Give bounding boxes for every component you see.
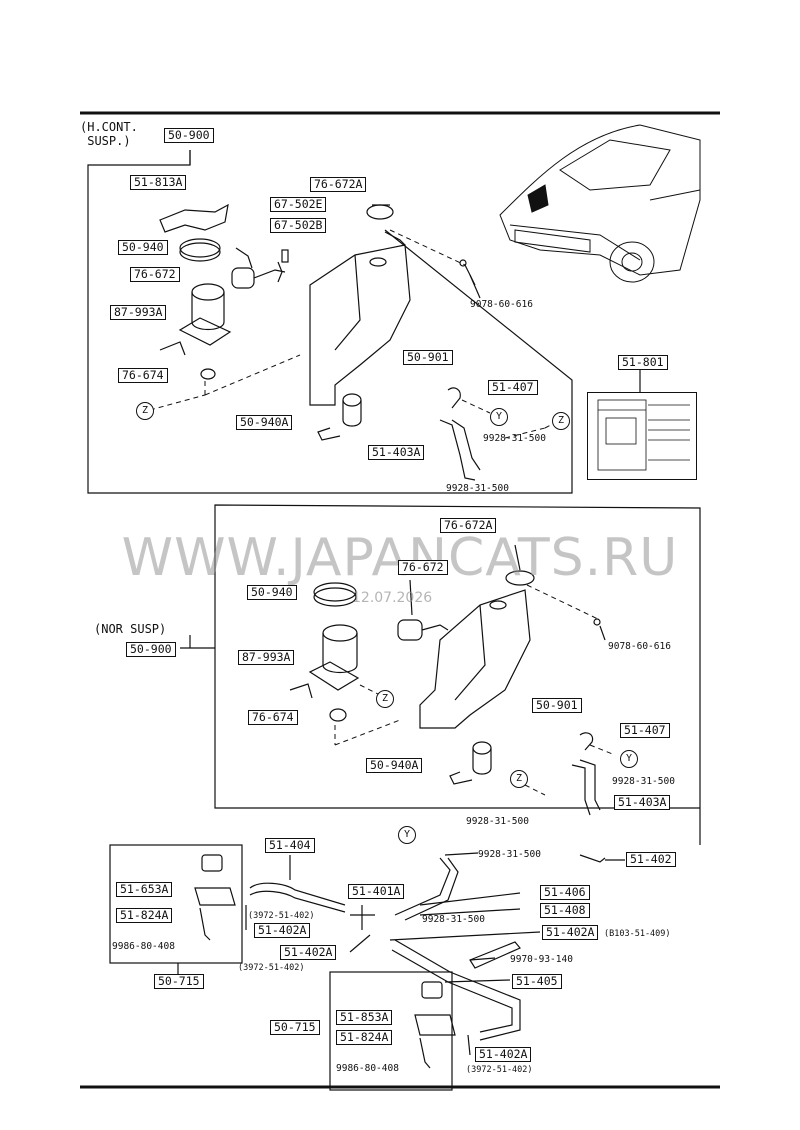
part-51-403A[interactable]: 51-403A bbox=[368, 445, 425, 460]
part-51-402A-b[interactable]: 51-402A bbox=[280, 945, 337, 960]
caution-card-box bbox=[587, 392, 697, 480]
screw-9986-80-408[interactable]: 9986-80-408 bbox=[112, 941, 175, 952]
part-76-672A-lower[interactable]: 76-672A bbox=[440, 518, 497, 533]
part-50-940A[interactable]: 50-940A bbox=[236, 415, 293, 430]
clip-9928-31-500-a[interactable]: 9928-31-500 bbox=[483, 433, 546, 444]
part-51-405[interactable]: 51-405 bbox=[512, 974, 562, 989]
part-50-901[interactable]: 50-901 bbox=[403, 350, 453, 365]
part-51-813A[interactable]: 51-813A bbox=[130, 175, 187, 190]
marker-z-upper-2: Z bbox=[552, 412, 570, 430]
part-51-402A-d[interactable]: 51-402A bbox=[475, 1047, 532, 1062]
part-51-824A-right[interactable]: 51-824A bbox=[336, 1030, 393, 1045]
part-51-402[interactable]: 51-402 bbox=[626, 852, 676, 867]
tank-upper bbox=[309, 244, 411, 406]
note-3972-51-402-d: (3972-51-402) bbox=[466, 1065, 533, 1075]
assembly-50-715-left[interactable]: 50-715 bbox=[154, 974, 204, 989]
part-67-502E[interactable]: 67-502E bbox=[270, 197, 327, 212]
part-51-801[interactable]: 51-801 bbox=[618, 355, 668, 370]
marker-z-lower: Z bbox=[376, 690, 394, 708]
clip-9928-31-500-lower-a[interactable]: 9928-31-500 bbox=[612, 776, 675, 787]
screw-9986-80-408-right[interactable]: 9986-80-408 bbox=[336, 1063, 399, 1074]
part-76-672[interactable]: 76-672 bbox=[130, 267, 180, 282]
bolt-9078-60-616[interactable]: 9078-60-616 bbox=[470, 299, 533, 310]
note-3972-51-402-b: (3972-51-402) bbox=[238, 963, 305, 973]
car-illustration bbox=[499, 124, 701, 283]
part-87-993A[interactable]: 87-993A bbox=[110, 305, 167, 320]
marker-y-upper: Y bbox=[490, 408, 508, 426]
bolt-9078-60-616-lower[interactable]: 9078-60-616 bbox=[608, 641, 671, 652]
clip-9928-31-500-b[interactable]: 9928-31-500 bbox=[446, 483, 509, 494]
assembly-50-715-right[interactable]: 50-715 bbox=[270, 1020, 320, 1035]
clip-9928-31-500-bottom-b[interactable]: 9928-31-500 bbox=[422, 914, 485, 925]
part-51-404[interactable]: 51-404 bbox=[265, 838, 315, 853]
part-50-940-lower[interactable]: 50-940 bbox=[247, 585, 297, 600]
part-51-853A[interactable]: 51-853A bbox=[336, 1010, 393, 1025]
part-51-401A[interactable]: 51-401A bbox=[348, 884, 405, 899]
part-51-653A[interactable]: 51-653A bbox=[116, 882, 173, 897]
part-50-940A-lower[interactable]: 50-940A bbox=[366, 758, 423, 773]
part-51-403A-lower[interactable]: 51-403A bbox=[614, 795, 671, 810]
section-label-hcont: (H.CONT. SUSP.) bbox=[80, 120, 138, 148]
marker-z-upper: Z bbox=[136, 402, 154, 420]
section-label-nor: (NOR SUSP) bbox=[94, 622, 167, 636]
part-76-674-lower[interactable]: 76-674 bbox=[248, 710, 298, 725]
part-76-672A[interactable]: 76-672A bbox=[310, 177, 367, 192]
part-51-402A-a[interactable]: 51-402A bbox=[254, 923, 311, 938]
marker-z-lower-2: Z bbox=[510, 770, 528, 788]
part-87-993A-lower[interactable]: 87-993A bbox=[238, 650, 295, 665]
bracket-shape bbox=[159, 203, 229, 233]
tank-lower bbox=[419, 589, 531, 729]
watermark-text: WWW.JAPANCATS.RU bbox=[121, 528, 679, 588]
part-51-407[interactable]: 51-407 bbox=[488, 380, 538, 395]
note-B103-51-409: (B103-51-409) bbox=[604, 929, 671, 939]
marker-y-bottom: Y bbox=[398, 826, 416, 844]
part-50-940[interactable]: 50-940 bbox=[118, 240, 168, 255]
part-51-407-lower[interactable]: 51-407 bbox=[620, 723, 670, 738]
part-51-408[interactable]: 51-408 bbox=[540, 903, 590, 918]
part-51-824A[interactable]: 51-824A bbox=[116, 908, 173, 923]
part-76-672-lower[interactable]: 76-672 bbox=[398, 560, 448, 575]
clip-9928-31-500-bottom-a[interactable]: 9928-31-500 bbox=[478, 849, 541, 860]
watermark-date: 12.07.2026 bbox=[352, 590, 433, 606]
assembly-code-nor[interactable]: 50-900 bbox=[126, 642, 176, 657]
part-51-402A-c[interactable]: 51-402A bbox=[542, 925, 599, 940]
part-76-674[interactable]: 76-674 bbox=[118, 368, 168, 383]
part-67-502B[interactable]: 67-502B bbox=[270, 218, 327, 233]
clip-9928-31-500-lower-b[interactable]: 9928-31-500 bbox=[466, 816, 529, 827]
part-51-406[interactable]: 51-406 bbox=[540, 885, 590, 900]
nozzle-9970-93-140[interactable]: 9970-93-140 bbox=[510, 954, 573, 965]
assembly-code-hcont[interactable]: 50-900 bbox=[164, 128, 214, 143]
note-3972-51-402-a: (3972-51-402) bbox=[248, 911, 315, 921]
part-50-901-lower[interactable]: 50-901 bbox=[532, 698, 582, 713]
marker-y-lower: Y bbox=[620, 750, 638, 768]
